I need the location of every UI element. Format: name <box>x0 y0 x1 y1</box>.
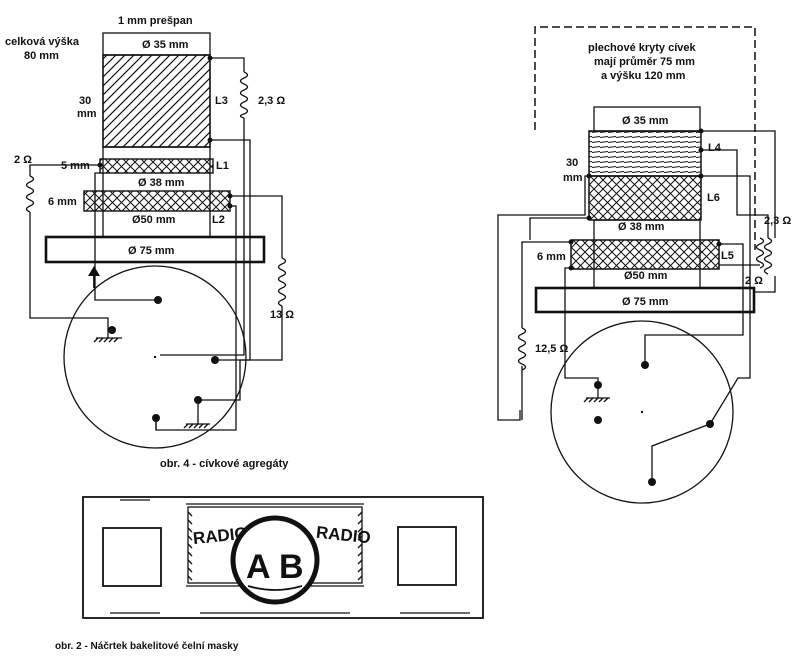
left-coil-l1-label: L1 <box>216 160 229 172</box>
mask-outline <box>82 496 484 619</box>
left-coil-l3-label: L3 <box>215 95 228 107</box>
right-coil-symbol-l4 <box>763 237 773 275</box>
right-d50-label: Ø50 mm <box>624 270 668 282</box>
right-d38-label: Ø 38 mm <box>618 221 665 233</box>
left-coil-l2-winding <box>83 190 231 212</box>
left-w6-label: 6 mm <box>48 196 77 208</box>
mask-logo-letter-b: B <box>279 548 304 586</box>
right-tube-socket <box>550 320 734 504</box>
left-w5-label: 5 mm <box>61 160 90 172</box>
left-base-plate <box>44 235 266 264</box>
left-d50-label: Ø50 mm <box>132 214 176 226</box>
right-ground-symbol <box>583 385 610 403</box>
right-r-l6-label: 2 Ω <box>745 275 763 287</box>
right-coil-l4-label: L4 <box>708 142 722 154</box>
left-r-l1-label: 2 Ω <box>14 154 32 166</box>
right-h30-label-1: 30 <box>566 157 578 169</box>
left-r-l2-label: 13 Ω <box>270 309 294 321</box>
mask-logo-circle <box>230 515 320 605</box>
right-d75-label: Ø 75 mm <box>622 296 669 308</box>
left-d35-label: Ø 35 mm <box>142 39 189 51</box>
left-coil-l3-winding <box>102 54 211 148</box>
figure-2-caption: obr. 2 - Náčrtek bakelitové čelní masky <box>55 641 239 652</box>
right-shield-outline <box>534 26 756 250</box>
bakelite-front-mask: RADIO RADIO A B <box>82 496 484 619</box>
right-h30-label-2: mm <box>563 172 583 184</box>
mask-left-window <box>102 527 162 587</box>
right-coil-symbol-l5 <box>517 327 527 371</box>
right-coil-l5-label: L5 <box>721 250 734 262</box>
right-r-l4-label: 2,3 Ω <box>764 215 791 227</box>
right-coil-symbol-l6 <box>755 237 765 269</box>
figure-4-caption: obr. 4 - cívkové agregáty <box>160 458 289 470</box>
right-coil-l6-label: L6 <box>707 192 720 204</box>
left-coil-assembly: 1 mm prešpan celková výška 80 mm Ø 35 mm… <box>5 15 294 449</box>
right-coil-l4-winding <box>588 130 702 177</box>
left-overall-height-line1: celková výška <box>5 36 80 48</box>
left-r-l3-label: 2,3 Ω <box>258 95 285 107</box>
left-coil-l2-label: L2 <box>212 214 225 226</box>
left-coil-symbol-l2 <box>277 257 287 307</box>
right-r-l5-label: 12,5 Ω <box>535 343 568 355</box>
right-coil-l5-winding <box>570 239 720 270</box>
right-cover-label-3: a výšku 120 mm <box>601 70 686 82</box>
left-coil-l1-winding <box>99 158 214 174</box>
right-coil-assembly: plechové kryty cívek mají průměr 75 mm a… <box>497 26 791 504</box>
mask-right-window <box>397 526 457 586</box>
right-d35-label: Ø 35 mm <box>622 115 669 127</box>
left-d75-label: Ø 75 mm <box>128 245 175 257</box>
left-h30-label-2: mm <box>77 108 97 120</box>
left-h30-label-1: 30 <box>79 95 91 107</box>
left-overall-height-line2: 80 mm <box>24 50 59 62</box>
mask-radio-right: RADIO <box>315 523 371 548</box>
right-coil-l6-winding <box>588 175 702 221</box>
right-base-plate <box>534 286 756 314</box>
right-cover-label-1: plechové kryty cívek <box>588 42 697 54</box>
left-top-spacer-label: 1 mm prešpan <box>118 15 193 27</box>
mask-logo-letter-a: A <box>246 548 271 586</box>
left-d38-label: Ø 38 mm <box>138 177 185 189</box>
left-ground-symbol-2 <box>183 418 210 429</box>
right-w6-label: 6 mm <box>537 251 566 263</box>
left-tube-socket <box>63 265 247 449</box>
left-coil-symbol-l1 <box>25 175 35 213</box>
right-cover-label-2: mají průměr 75 mm <box>594 56 695 68</box>
left-ground-symbol <box>93 330 122 343</box>
left-coil-symbol-l3 <box>239 71 249 119</box>
